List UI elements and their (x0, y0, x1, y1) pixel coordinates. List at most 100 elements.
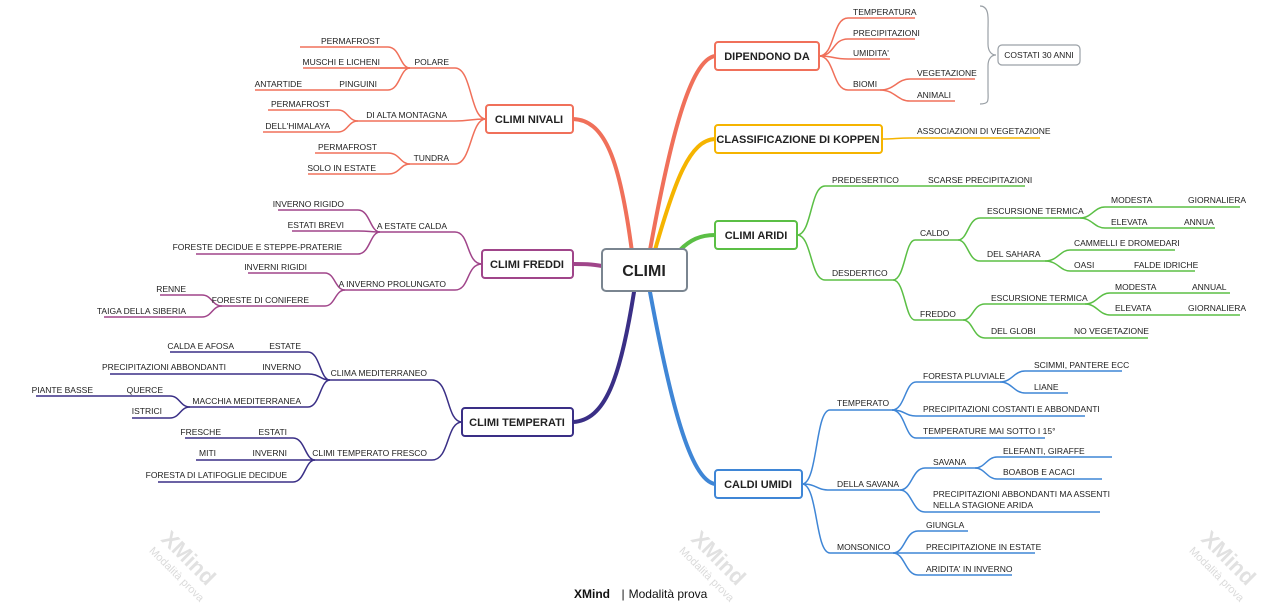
latifoglie-label: FORESTA DI LATIFOGLIE DECIDUE (146, 470, 288, 480)
desdertico-label: DESDERTICO (832, 268, 888, 278)
permafrost-label: PERMAFROST (271, 99, 330, 109)
caldo-label: CALDO (920, 228, 950, 238)
koppen-label: CLASSIFICAZIONE DI KOPPEN (716, 134, 879, 146)
koppen-branch (881, 137, 1040, 140)
footer: XMind | Modalità prova (574, 587, 708, 601)
himalaya-label: DELL'HIMALAYA (265, 121, 330, 131)
calda-afosa-label: CALDA E AFOSA (167, 341, 234, 351)
costati-label: COSTATI 30 ANNI (1004, 50, 1074, 60)
macchia-label: MACCHIA MEDITERRANEA (192, 396, 301, 406)
foreste-decidue-label: FORESTE DECIDUE E STEPPE-PRATERIE (173, 242, 343, 252)
climi-freddi-node[interactable] (481, 249, 574, 279)
animali-label: ANIMALI (917, 90, 951, 100)
foreste-conifere-label: FORESTE DI CONIFERE (212, 295, 310, 305)
falde-label: FALDE IDRICHE (1134, 260, 1199, 270)
pinguini-label: PINGUINI (339, 79, 377, 89)
sahara-label: DEL SAHARA (987, 249, 1041, 259)
cammelli-label: CAMMELLI E DROMEDARI (1074, 238, 1180, 248)
climi-nivali-label: CLIMI NIVALI (495, 114, 563, 126)
climi-temperati-node[interactable] (461, 407, 574, 437)
footer-separator: | (621, 587, 624, 601)
scarse-label: SCARSE PRECIPITAZIONI (928, 175, 1032, 185)
temperati-branches (36, 351, 463, 483)
giungla-label: GIUNGLA (926, 520, 965, 530)
koppen-node[interactable] (714, 124, 883, 154)
oasi-label: OASI (1074, 260, 1094, 270)
freddo-label: FREDDO (920, 309, 956, 319)
caldi-umidi-node[interactable] (714, 469, 803, 499)
footer-mode: Modalità prova (629, 587, 708, 601)
costati-node[interactable] (997, 44, 1081, 66)
estati-label: ESTATI (259, 427, 288, 437)
biomi-label: BIOMI (853, 79, 877, 89)
alta-montagna-label: DI ALTA MONTAGNA (366, 110, 447, 120)
dipendono-branches (818, 17, 975, 102)
central-node[interactable] (601, 248, 688, 292)
umidita-label: UMIDITA' (853, 48, 889, 58)
querce-label: QUERCE (127, 385, 164, 395)
precipitazione-estate-label: PRECIPITAZIONE IN ESTATE (926, 542, 1042, 552)
inverni-label: INVERNI (253, 448, 287, 458)
temperato-label: TEMPERATO (837, 398, 889, 408)
temperatura-label: TEMPERATURA (853, 7, 917, 17)
precipitazioni-label: PRECIPITAZIONI (853, 28, 920, 38)
taiga-label: TAIGA DELLA SIBERIA (97, 306, 186, 316)
summary-bracket (979, 5, 997, 105)
trunks (571, 54, 717, 486)
central-label: CLIMI (622, 263, 666, 280)
freddi-branches (104, 209, 483, 318)
modesta-label: MODESTA (1111, 195, 1153, 205)
estati-brevi-label: ESTATI BREVI (288, 220, 344, 230)
dipendono-node[interactable] (714, 41, 820, 71)
footer-brand: XMind (574, 587, 610, 601)
renne-label: RENNE (156, 284, 186, 294)
escursione-label: ESCURSIONE TERMICA (991, 293, 1088, 303)
giornaliera-label: GIORNALIERA (1188, 303, 1246, 313)
solo-estate-label: SOLO IN ESTATE (307, 163, 376, 173)
inverni-rigidi-label: INVERNI RIGIDI (244, 262, 307, 272)
no-vegetazione-label: NO VEGETAZIONE (1074, 326, 1149, 336)
aridita-label: ARIDITA' IN INVERNO (926, 564, 1013, 574)
elevata-label: ELEVATA (1111, 217, 1148, 227)
della-savana-label: DELLA SAVANA (837, 479, 899, 489)
piante-basse-label: PIANTE BASSE (32, 385, 94, 395)
tundra-label: TUNDRA (414, 153, 450, 163)
annua-label: ANNUA (1184, 217, 1214, 227)
dipendono-label: DIPENDONO DA (724, 51, 810, 63)
inverno-rigido-label: INVERNO RIGIDO (273, 199, 345, 209)
temperature-label: TEMPERATURE MAI SOTTO I 15° (923, 426, 1056, 436)
associazioni-label: ASSOCIAZIONI DI VEGETAZIONE (917, 126, 1051, 136)
precip-arida-label: NELLA STAGIONE ARIDA (933, 500, 1033, 510)
permafrost-label: PERMAFROST (321, 36, 380, 46)
temperato-fresco-label: CLIMI TEMPERATO FRESCO (312, 448, 427, 458)
estate-calda-label: A ESTATE CALDA (377, 221, 447, 231)
miti-label: MITI (199, 448, 216, 458)
liane-label: LIANE (1034, 382, 1059, 392)
climi-aridi-node[interactable] (714, 220, 798, 250)
fresche-label: FRESCHE (180, 427, 221, 437)
climi-aridi-label: CLIMI ARIDI (725, 230, 788, 242)
inverno-label: INVERNO (262, 362, 301, 372)
globi-label: DEL GLOBI (991, 326, 1036, 336)
estate-label: ESTATE (269, 341, 301, 351)
climi-nivali-node[interactable] (485, 104, 574, 134)
antartide-label: ANTARTIDE (255, 79, 303, 89)
climi-temperati-label: CLIMI TEMPERATI (469, 417, 565, 429)
escursione-label: ESCURSIONE TERMICA (987, 206, 1084, 216)
aridi-branches (796, 185, 1240, 339)
permafrost-label: PERMAFROST (318, 142, 377, 152)
elefanti-label: ELEFANTI, GIRAFFE (1003, 446, 1085, 456)
istrici-label: ISTRICI (132, 406, 162, 416)
giornaliera-label: GIORNALIERA (1188, 195, 1246, 205)
caldi-umidi-label: CALDI UMIDI (724, 479, 792, 491)
savana-label: SAVANA (933, 457, 967, 467)
predesertico-label: PREDESERTICO (832, 175, 899, 185)
inverno-prolungato-label: A INVERNO PROLUNGATO (339, 279, 447, 289)
boabob-label: BOABOB E ACACI (1003, 467, 1075, 477)
mediterraneo-label: CLIMA MEDITERRANEO (331, 368, 428, 378)
scimmi-label: SCIMMI, PANTERE ECC (1034, 360, 1129, 370)
elevata-label: ELEVATA (1115, 303, 1152, 313)
precipitazioni-costanti-label: PRECIPITAZIONI COSTANTI E ABBONDANTI (923, 404, 1100, 414)
annual-label: ANNUAL (1192, 282, 1227, 292)
